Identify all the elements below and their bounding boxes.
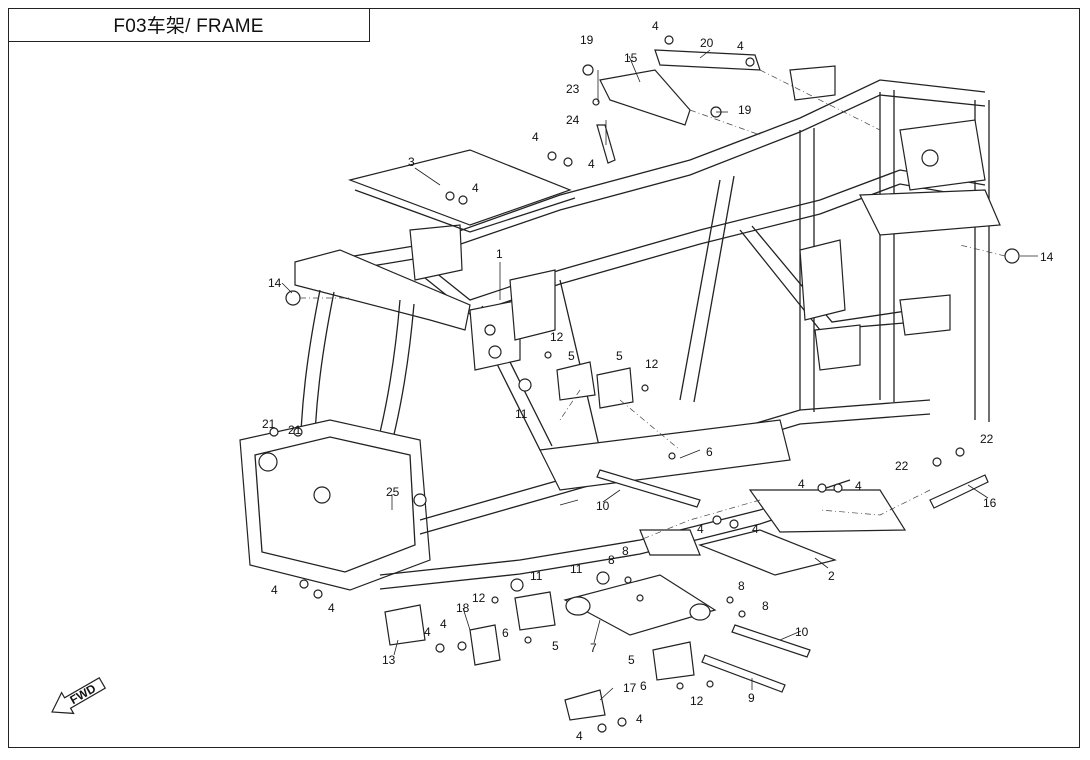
callout-5: 5	[568, 349, 575, 363]
callout-2: 2	[828, 569, 835, 583]
callout-15: 15	[624, 51, 638, 65]
leader-lines	[281, 49, 1038, 701]
drawing-border	[8, 8, 1080, 748]
bolt-group	[269, 35, 965, 733]
callout-21: 21	[288, 423, 302, 437]
forward-direction-arrow: FWD	[51, 676, 107, 715]
callout-4: 4	[652, 19, 659, 33]
callout-11: 11	[530, 569, 543, 583]
diagram-title: F03车架/ FRAME	[8, 8, 370, 42]
callout-5: 5	[552, 639, 559, 653]
main-frame	[239, 65, 1001, 591]
callout-25: 25	[386, 485, 400, 499]
assembly-lines	[300, 69, 1006, 541]
callout-10: 10	[596, 499, 610, 513]
exploded-parts	[269, 35, 1020, 733]
callout-4: 4	[752, 522, 759, 536]
callout-11: 11	[515, 407, 528, 421]
callout-4: 4	[737, 39, 744, 53]
callout-13: 13	[382, 653, 396, 667]
callout-8: 8	[738, 579, 745, 593]
callout-12: 12	[690, 694, 704, 708]
callout-17: 17	[623, 681, 637, 695]
callout-4: 4	[697, 522, 704, 536]
callout-21: 21	[262, 417, 276, 431]
callout-4: 4	[576, 729, 583, 743]
callout-10: 10	[795, 625, 809, 639]
callout-5: 5	[628, 653, 635, 667]
callout-22: 22	[980, 432, 994, 446]
callout-20: 20	[700, 36, 714, 50]
callout-4: 4	[328, 601, 335, 615]
callout-8: 8	[622, 544, 629, 558]
callout-1: 1	[496, 247, 503, 261]
callout-12: 12	[472, 591, 486, 605]
callout-12: 12	[645, 357, 659, 371]
callout-4: 4	[636, 712, 643, 726]
callout-12: 12	[550, 330, 564, 344]
callout-6: 6	[706, 445, 713, 459]
callout-24: 24	[566, 113, 580, 127]
callout-3: 3	[408, 155, 415, 169]
callout-labels: 1 2 3 4 4 4 4 4 4 4 4 4 4 4 4 4 4 4 5 5 …	[262, 19, 1054, 743]
callout-14: 14	[268, 276, 282, 290]
callout-4: 4	[855, 479, 862, 493]
callout-23: 23	[566, 82, 580, 96]
callout-11: 11	[570, 562, 583, 576]
callout-4: 4	[440, 617, 447, 631]
callout-9: 9	[748, 691, 755, 705]
callout-6: 6	[640, 679, 647, 693]
callout-18: 18	[456, 601, 470, 615]
callout-4: 4	[798, 477, 805, 491]
callout-8: 8	[608, 553, 615, 567]
callout-8: 8	[762, 599, 769, 613]
callout-22: 22	[895, 459, 909, 473]
callout-16: 16	[983, 496, 997, 510]
callout-4: 4	[424, 625, 431, 639]
callout-4: 4	[588, 157, 595, 171]
callout-4: 4	[271, 583, 278, 597]
callout-5: 5	[616, 349, 623, 363]
callout-6: 6	[502, 626, 509, 640]
callout-4: 4	[472, 181, 479, 195]
callout-14: 14	[1040, 250, 1054, 264]
callout-19: 19	[738, 103, 752, 117]
callout-4: 4	[532, 130, 539, 144]
callout-7: 7	[590, 641, 597, 655]
callout-19: 19	[580, 33, 594, 47]
